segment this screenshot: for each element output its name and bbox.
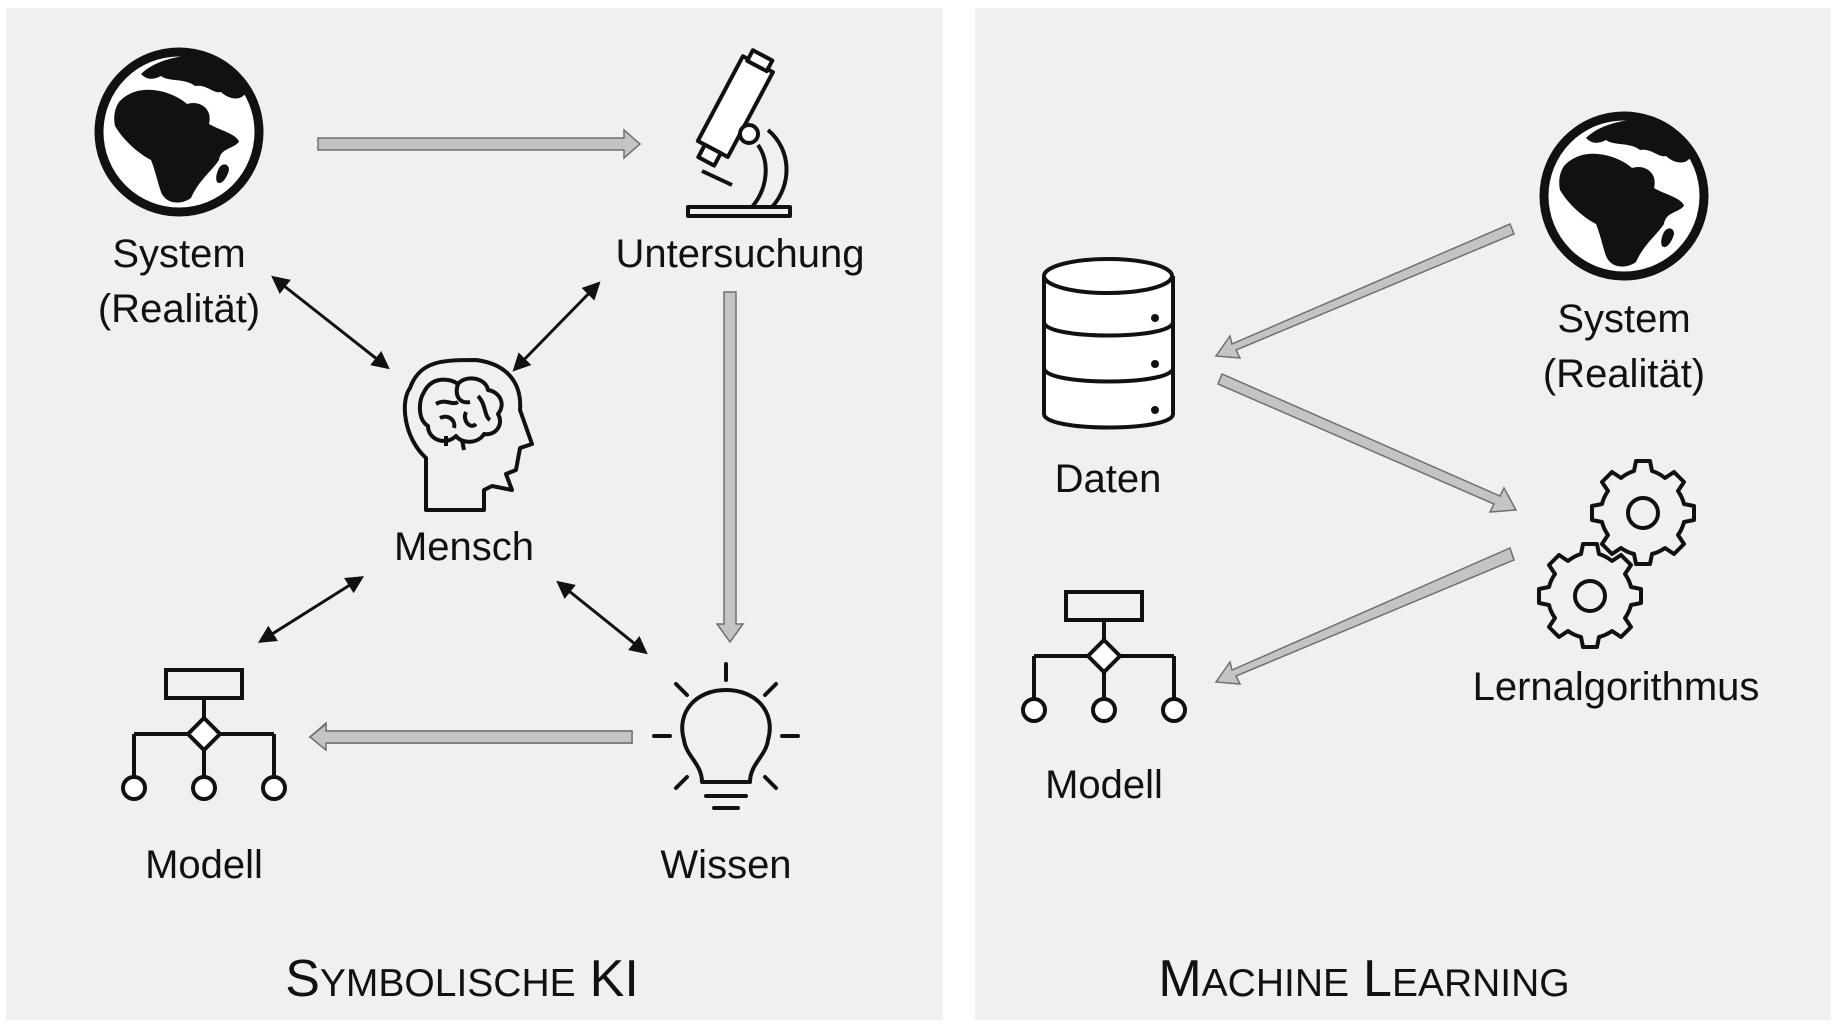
lernalgorithmus-label: Lernalgorithmus bbox=[1473, 665, 1760, 709]
arrow-system-to-untersuchung bbox=[317, 128, 642, 160]
mensch-label: Mensch bbox=[394, 525, 534, 569]
model-hierarchy-icon bbox=[121, 668, 287, 801]
arrow-mensch-wissen bbox=[556, 580, 648, 655]
database-icon bbox=[1042, 257, 1175, 430]
system-label-right-line1: System bbox=[1557, 297, 1690, 341]
arrow-wissen-to-modell-shape bbox=[308, 722, 633, 752]
lightbulb-icon bbox=[652, 662, 800, 810]
model-hierarchy-icon-right bbox=[1021, 590, 1187, 723]
untersuchung-label: Untersuchung bbox=[615, 232, 864, 276]
arrow-untersuchung-to-wissen bbox=[715, 291, 745, 644]
modell-label-right: Modell bbox=[1045, 763, 1163, 807]
brain-head-icon bbox=[402, 358, 534, 512]
arrow-system-to-daten bbox=[1214, 223, 1515, 359]
globe-icon bbox=[99, 52, 259, 212]
gears-icon bbox=[1537, 459, 1696, 649]
arrow-system-mensch bbox=[271, 275, 390, 370]
microscope-icon bbox=[686, 48, 792, 218]
relation-arrows bbox=[257, 275, 648, 655]
flow-arrows-right bbox=[1214, 223, 1518, 685]
daten-label: Daten bbox=[1055, 457, 1162, 501]
system-label-line1: System bbox=[112, 232, 245, 276]
modell-label: Modell bbox=[145, 843, 263, 887]
arrow-mensch-modell bbox=[257, 576, 365, 643]
globe-icon-right bbox=[1544, 116, 1704, 276]
arrow-lernalgorithmus-to-modell bbox=[1214, 546, 1515, 685]
wissen-label: Wissen bbox=[660, 843, 791, 887]
flow-arrows-left bbox=[308, 128, 745, 744]
arrow-untersuchung-mensch bbox=[512, 281, 601, 372]
arrow-daten-to-lernalgorithmus bbox=[1217, 373, 1518, 513]
system-label-right-line2: (Realität) bbox=[1543, 352, 1705, 396]
system-label-line2: (Realität) bbox=[98, 287, 260, 331]
